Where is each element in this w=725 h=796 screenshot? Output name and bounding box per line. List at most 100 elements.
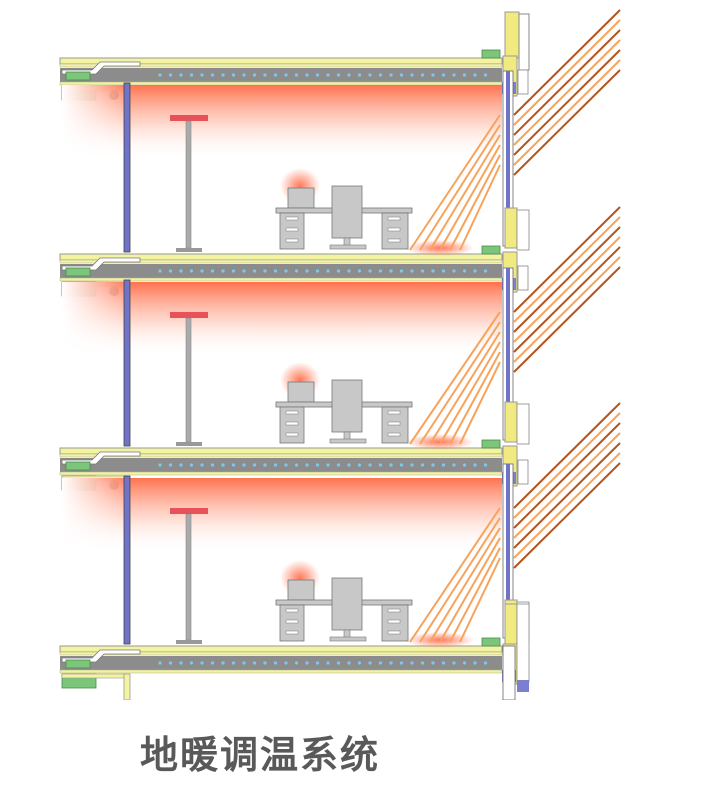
computer-tower xyxy=(287,381,315,403)
solar-ray-interior xyxy=(409,114,501,251)
floor-heating-pipe xyxy=(452,463,456,467)
facade-sunshade-louvers xyxy=(504,207,518,249)
slab-concrete xyxy=(60,656,502,670)
solar-ray-exterior xyxy=(513,226,621,333)
solar-ray-interior xyxy=(459,361,501,445)
louver-frame xyxy=(516,209,530,251)
solar-ray-exterior xyxy=(513,39,621,146)
floor-heating-pipe xyxy=(483,661,488,665)
floor-heating-pipe xyxy=(179,269,183,273)
solar-ray-exterior xyxy=(513,442,621,549)
floor-heating-pipe xyxy=(284,269,288,273)
floor-heating-pipe xyxy=(242,73,246,77)
floor-heating-pipe xyxy=(179,463,183,467)
floor-heating-pipe xyxy=(378,463,383,467)
floor-heating-pipe xyxy=(315,269,320,273)
computer-tower xyxy=(287,579,315,601)
floor-heating-pipe xyxy=(210,463,215,467)
floor-heating-pipe xyxy=(294,73,299,77)
floor-heating-pipe xyxy=(168,73,173,77)
solar-ray-interior xyxy=(419,321,501,445)
floor-heating-pipe xyxy=(326,463,330,467)
solar-ray-interior xyxy=(449,547,501,643)
floor-heating-pipe xyxy=(210,73,215,77)
floor-heating-pipe xyxy=(336,661,341,665)
lamp-base xyxy=(176,248,202,252)
window-column-left xyxy=(123,475,131,645)
solar-ray-exterior xyxy=(513,452,621,559)
floor-heating-pipe xyxy=(158,463,162,467)
ceiling-lamp xyxy=(170,312,208,318)
floor-heating-pipe xyxy=(452,269,456,273)
floor-heating-pipe xyxy=(179,661,183,665)
floor-heating-pipe xyxy=(305,463,309,467)
floor-heating-pipe xyxy=(315,661,320,665)
floor-heating-pipe xyxy=(273,269,278,273)
glazing-column-bottom xyxy=(502,645,516,700)
facade-frame-top xyxy=(518,13,530,71)
drawer xyxy=(387,608,401,613)
floor-heating-pipe xyxy=(441,73,446,77)
floor-heating-pipe xyxy=(200,661,204,665)
floor-heating-pipe xyxy=(441,463,446,467)
glazing-pane xyxy=(506,268,510,440)
solar-ray-interior xyxy=(449,154,501,251)
facade-frame xyxy=(517,69,529,95)
floor-heating-pipe xyxy=(452,661,456,665)
floor-heating-pipe xyxy=(462,269,467,273)
facade-panel-bottom xyxy=(504,603,518,645)
drawer xyxy=(285,421,299,426)
drawer xyxy=(387,619,401,624)
floor-heating-pipe xyxy=(483,463,488,467)
heat-fade xyxy=(62,478,132,558)
floor-heating-pipe xyxy=(410,463,414,467)
facade-frame xyxy=(517,459,529,485)
glazing-pane xyxy=(506,71,510,246)
lamp-pole xyxy=(185,513,192,641)
drawer xyxy=(285,238,299,243)
diagram-caption: 地暖调温系统 xyxy=(139,733,380,777)
solar-ray-interior xyxy=(419,517,501,643)
window-column-left xyxy=(123,82,131,253)
slab-ceiling-layer xyxy=(59,669,503,674)
heat-fade xyxy=(62,282,132,362)
floor-heating-pipe xyxy=(357,73,362,77)
floor-heating-pipe xyxy=(473,269,477,273)
drawer xyxy=(285,432,299,437)
floor-heating-pipe xyxy=(389,73,393,77)
heat-fade xyxy=(62,85,132,165)
computer-tower xyxy=(287,187,315,209)
radiant-heat-zone xyxy=(62,282,502,357)
floor-heating-pipe xyxy=(399,463,404,467)
ceiling-lamp xyxy=(170,115,208,121)
floor-heating-pipe xyxy=(221,661,225,665)
floor-heating-pipe xyxy=(242,269,246,273)
floor-heating-pipe xyxy=(263,73,267,77)
floor-heating-pipe xyxy=(273,463,278,467)
solar-ray-exterior xyxy=(513,19,621,126)
floor-heating-pipe xyxy=(221,463,225,467)
green-bracket xyxy=(65,461,91,471)
drawer xyxy=(285,410,299,415)
floor-heating-pipe xyxy=(389,463,393,467)
floor-heating-pipe xyxy=(189,73,194,77)
floor-heating-pipe xyxy=(158,661,162,665)
monitor-base xyxy=(329,636,367,642)
floor-heating-pipe xyxy=(200,73,204,77)
drawer xyxy=(387,630,401,635)
solar-ray-interior xyxy=(409,507,501,643)
facade-sunshade-louvers xyxy=(504,401,518,443)
computer-monitor xyxy=(331,379,363,433)
edge-green-block xyxy=(481,49,501,59)
floor-heating-pipe xyxy=(231,73,236,77)
floor-heating-pipe xyxy=(326,73,330,77)
floor-heating-pipe xyxy=(483,73,488,77)
floor-heating-pipe xyxy=(273,73,278,77)
floor-heating-pipe xyxy=(305,73,309,77)
floor-heating-pipe xyxy=(336,463,341,467)
floor-heating-pipe xyxy=(420,73,425,77)
floor-heating-pipe xyxy=(210,661,215,665)
column-stub xyxy=(123,673,131,700)
lamp-base xyxy=(176,442,202,446)
floor-heating-pipe xyxy=(368,463,372,467)
